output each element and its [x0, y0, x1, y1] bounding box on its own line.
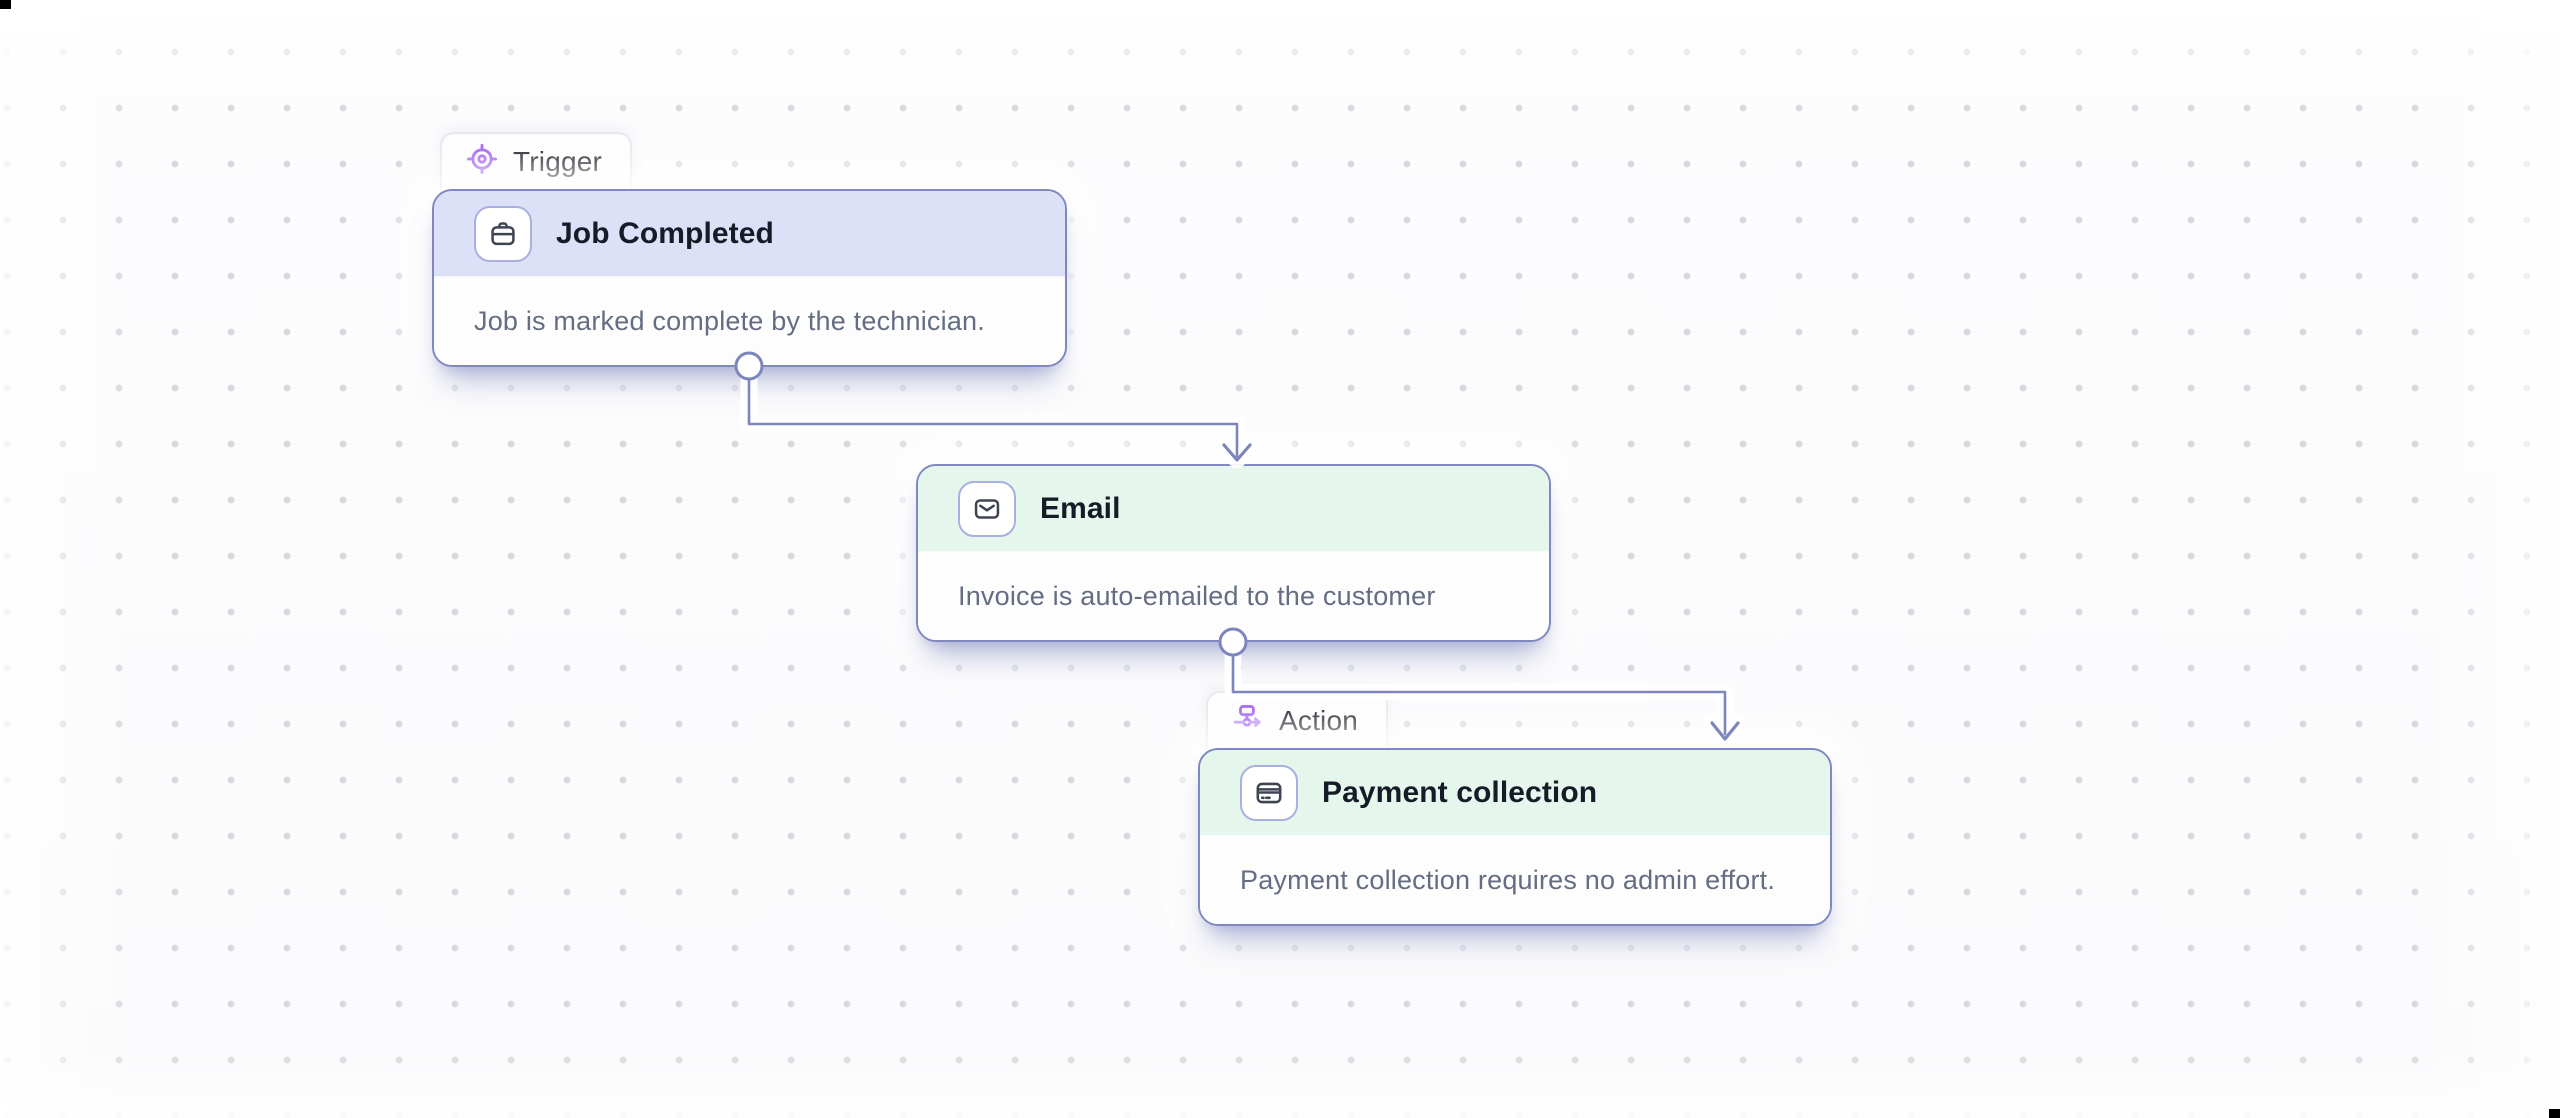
node-title: Payment collection [1322, 775, 1598, 809]
trigger-badge-label: Trigger [513, 145, 603, 177]
node-email[interactable]: Email Invoice is auto-emailed to the cus… [916, 464, 1551, 642]
payment-collection-body: Payment collection requires no admin eff… [1200, 836, 1830, 924]
node-job-completed[interactable]: Trigger Job Completed Job is marked comp… [432, 132, 1067, 367]
node-description: Invoice is auto-emailed to the customer [958, 581, 1436, 611]
node-title: Email [1040, 491, 1121, 525]
action-badge-label: Action [1279, 704, 1359, 736]
workflow-icon [1230, 700, 1266, 741]
briefcase-icon [474, 205, 532, 262]
screen-corner-artifact-top-left [0, 0, 11, 9]
job-completed-card[interactable]: Job Completed Job is marked complete by … [432, 189, 1067, 367]
email-card[interactable]: Email Invoice is auto-emailed to the cus… [916, 464, 1551, 642]
trigger-badge[interactable]: Trigger [440, 132, 633, 193]
screen-corner-artifact-bottom-right [2549, 1109, 2560, 1118]
job-completed-body: Job is marked complete by the technician… [434, 277, 1065, 365]
target-icon [464, 141, 500, 182]
node-description: Job is marked complete by the technician… [474, 306, 985, 336]
payment-collection-header: Payment collection [1200, 750, 1830, 836]
node-description: Payment collection requires no admin eff… [1240, 865, 1776, 895]
email-header: Email [918, 466, 1549, 552]
node-payment-collection[interactable]: Action Payment collection Payment collec… [1198, 691, 1832, 926]
node-title: Job Completed [556, 216, 774, 250]
job-completed-header: Job Completed [434, 191, 1065, 277]
envelope-icon [958, 480, 1016, 537]
email-body: Invoice is auto-emailed to the customer [918, 552, 1549, 640]
action-badge[interactable]: Action [1206, 691, 1389, 752]
credit-card-icon [1240, 764, 1298, 821]
payment-collection-card[interactable]: Payment collection Payment collection re… [1198, 748, 1832, 926]
